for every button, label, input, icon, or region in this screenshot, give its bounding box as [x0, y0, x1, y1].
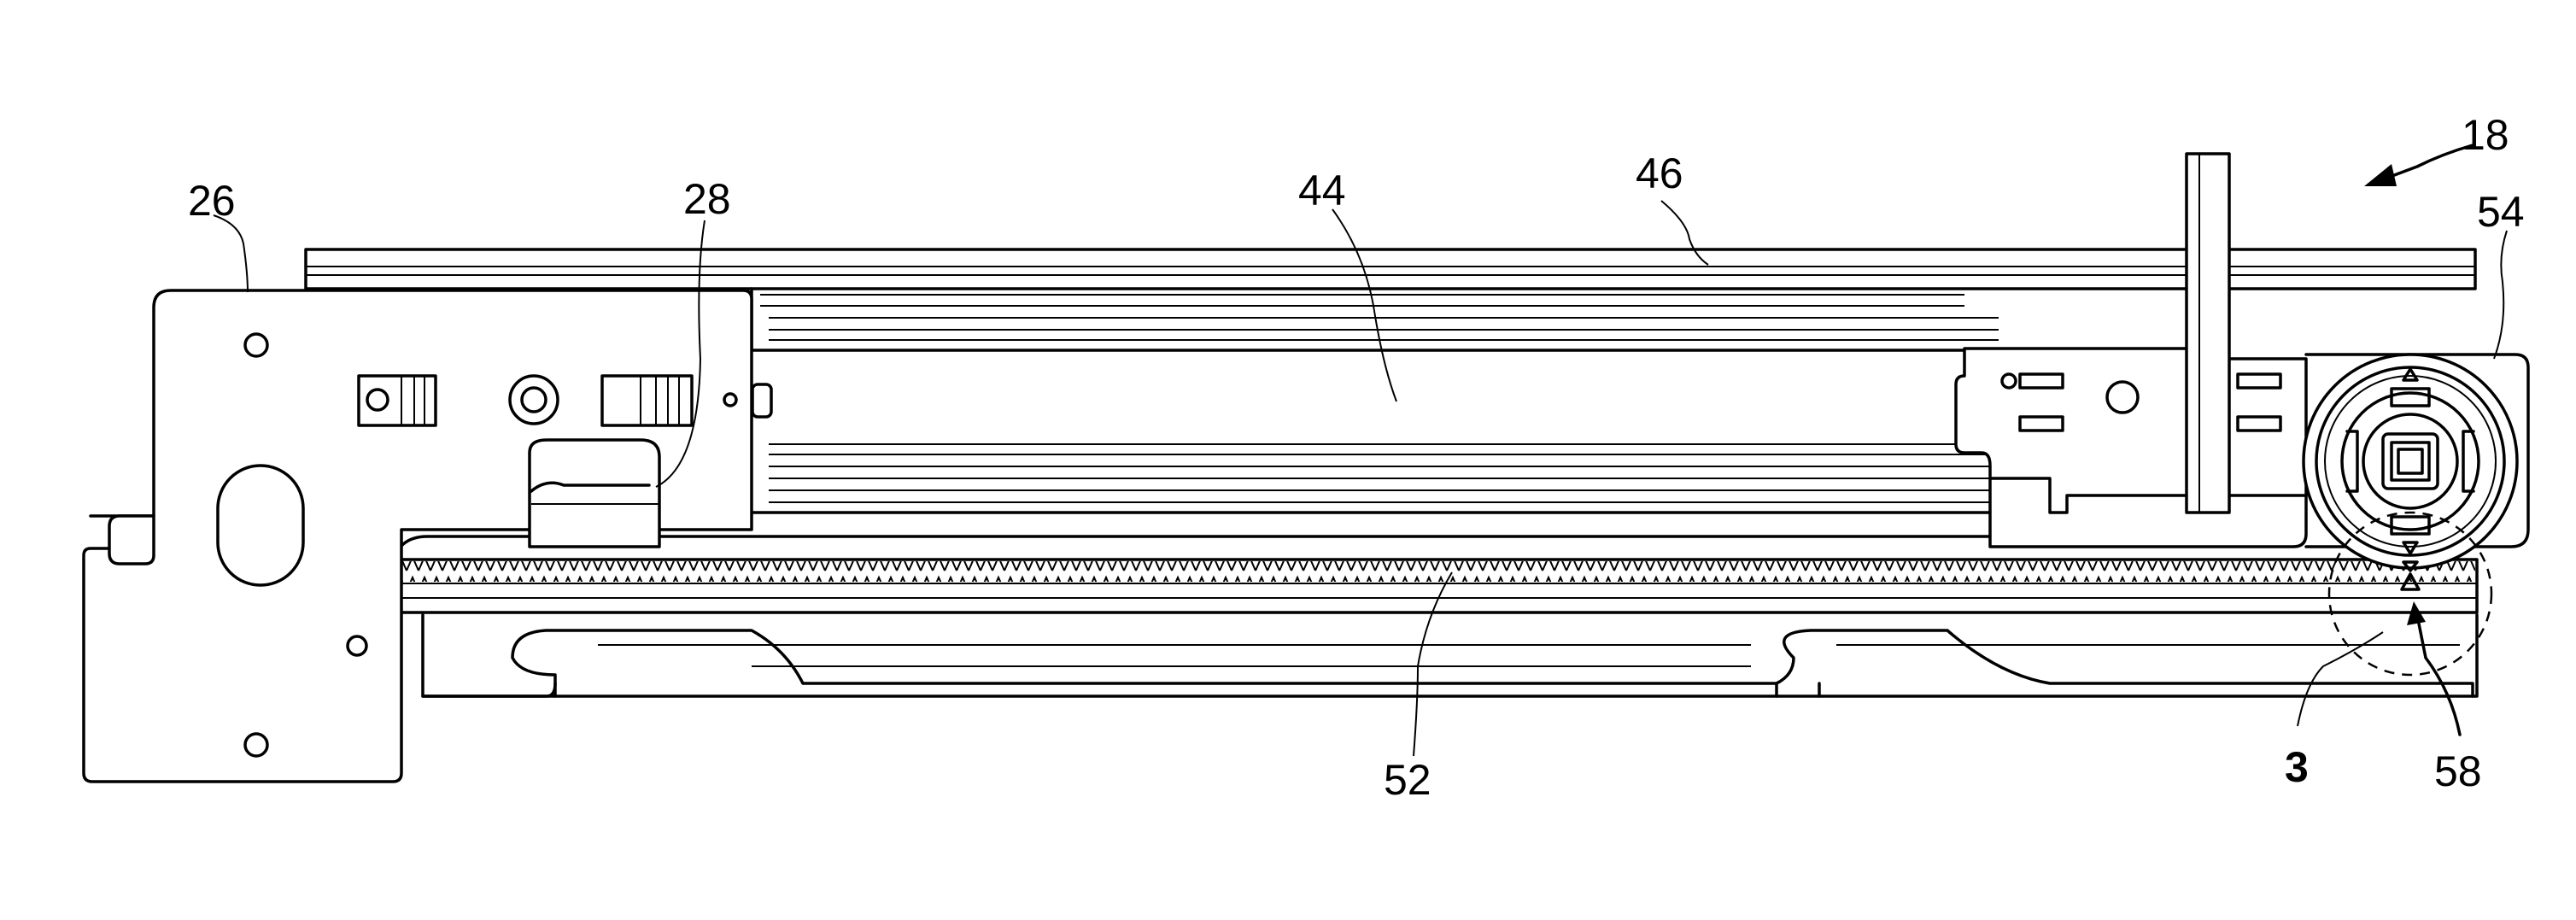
inner-rail	[752, 289, 2050, 513]
arrow-icon	[2364, 164, 2397, 186]
clip	[530, 440, 659, 547]
label-52: 52	[1384, 756, 1431, 804]
label-18: 18	[2462, 111, 2509, 159]
lower-rail	[423, 615, 2477, 696]
label-26: 26	[188, 177, 236, 225]
outer-rail	[306, 249, 2475, 289]
label-3: 3	[2285, 743, 2309, 791]
label-28: 28	[683, 175, 731, 223]
pinion-gear	[2304, 355, 2517, 568]
label-44: 44	[1298, 167, 1346, 214]
label-46: 46	[1636, 149, 1683, 197]
label-54: 54	[2477, 188, 2525, 236]
label-58: 58	[2434, 747, 2482, 795]
